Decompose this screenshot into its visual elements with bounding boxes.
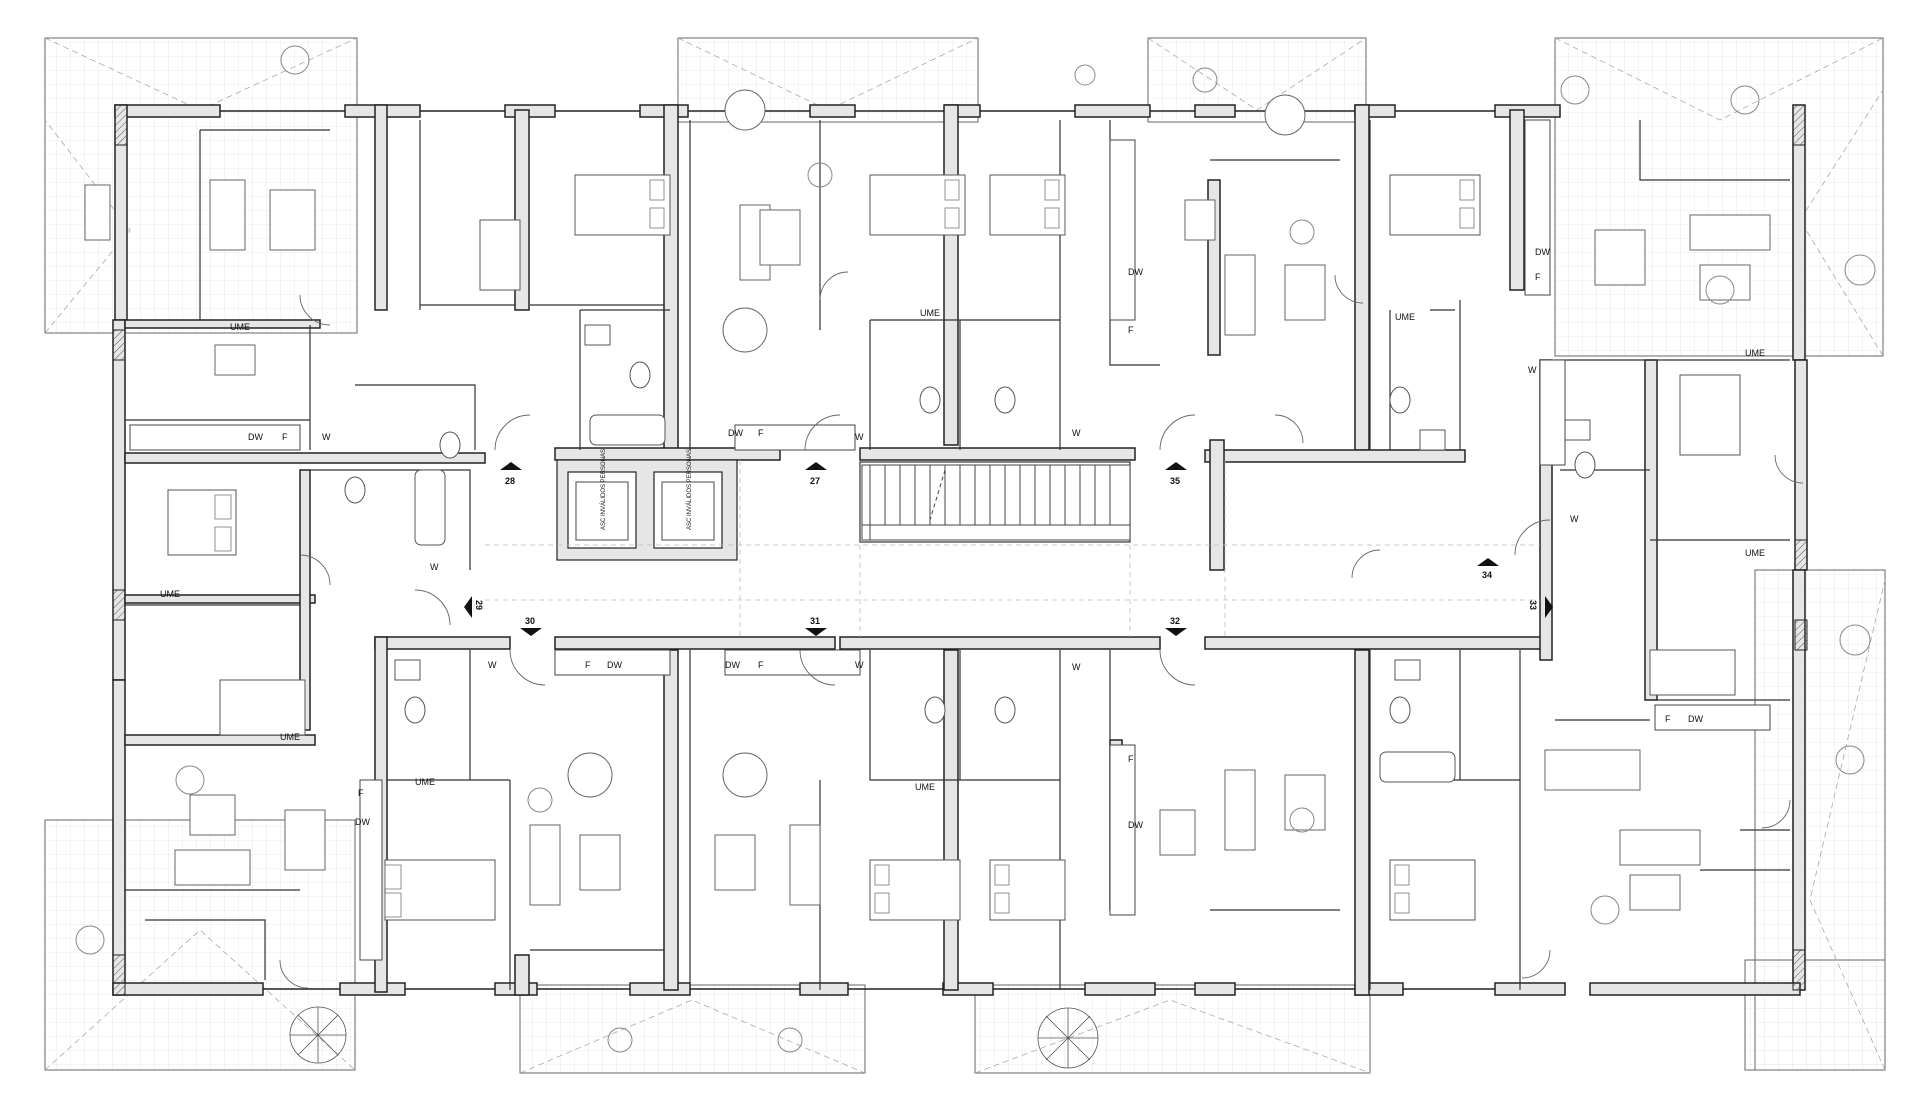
bed-3	[989, 174, 1066, 236]
label-ume-5: UME	[915, 782, 935, 792]
label-dw-4: DW	[1128, 267, 1143, 277]
door-number-30: 30	[525, 616, 535, 626]
label-dw-7: DW	[1128, 820, 1143, 830]
bathroom-fixtures	[344, 324, 1596, 783]
bed-7	[384, 859, 496, 921]
lift-label-2: ASC INVÁLIDOS PERSONAS	[686, 449, 693, 530]
label-ume-9: UME	[1745, 348, 1765, 358]
door-number-35: 35	[1170, 476, 1180, 486]
bathtub-1	[589, 414, 666, 446]
entrance-markers: 28 27 35 34 30 31 32 29 33	[464, 462, 1553, 636]
label-ume-6: UME	[920, 308, 940, 318]
bed-8	[869, 859, 961, 921]
bed-11	[1649, 649, 1736, 696]
label-f-9: F	[1665, 714, 1671, 724]
label-ume-1: UME	[230, 322, 250, 332]
door-number-31: 31	[810, 616, 820, 626]
label-dw-5: DW	[607, 660, 622, 670]
label-w-6: W	[1570, 514, 1579, 524]
label-w-9: W	[1072, 662, 1081, 672]
bed-13	[479, 219, 521, 291]
label-w-2: W	[855, 432, 864, 442]
door-number-33: 33	[1528, 600, 1538, 610]
label-w-8: W	[855, 660, 864, 670]
bed-4	[1389, 174, 1481, 236]
lift-block	[556, 459, 738, 561]
label-ume-7: UME	[1395, 312, 1415, 322]
label-ume-2: UME	[160, 589, 180, 599]
label-f-3: F	[1535, 272, 1541, 282]
bed-2	[869, 174, 966, 236]
bed-6	[219, 679, 306, 736]
label-ume-8: UME	[1745, 548, 1765, 558]
lift-car-2	[653, 471, 723, 549]
label-w-7: W	[488, 660, 497, 670]
terrace-bottom-center-right	[974, 984, 1371, 1074]
bed-pillows	[214, 179, 1475, 918]
label-w-1: W	[322, 432, 331, 442]
staircase	[861, 464, 1131, 541]
label-w-4: W	[430, 562, 439, 572]
terrace-bottom-right-lower	[1744, 959, 1886, 1071]
round-items	[75, 45, 1876, 1053]
door-number-28: 28	[505, 476, 515, 486]
bed-12	[1679, 374, 1741, 456]
door-number-27: 27	[810, 476, 820, 486]
lift-car-1	[567, 471, 637, 549]
label-dw-6: DW	[725, 660, 740, 670]
beds	[167, 174, 1741, 921]
bed-5	[167, 489, 237, 556]
door-number-29: 29	[474, 600, 484, 610]
door-swings	[279, 271, 1804, 989]
structural-columns	[112, 104, 1808, 996]
label-dw-1: DW	[248, 432, 263, 442]
bed-1	[574, 174, 671, 236]
terrace-bottom-center-left	[519, 984, 866, 1074]
label-w-5: W	[1528, 365, 1537, 375]
label-ume-4: UME	[415, 777, 435, 787]
bathtub-2	[414, 469, 446, 546]
terrace-top-center-right	[1147, 37, 1367, 123]
appliance-labels: DW F W DW F W W W W W DW F DW F W F DW D…	[160, 247, 1765, 830]
label-f-2: F	[758, 428, 764, 438]
living-furniture	[174, 179, 1771, 911]
label-w-3: W	[1072, 428, 1081, 438]
label-dw-8: DW	[355, 817, 370, 827]
label-ume-3: UME	[280, 732, 300, 742]
terrace-top-right	[1554, 37, 1884, 357]
lift-label-1: ASC INVÁLIDOS PERSONAS	[600, 449, 607, 530]
bathtub-3	[1379, 751, 1456, 783]
label-f-6: F	[758, 660, 764, 670]
label-f-5: F	[585, 660, 591, 670]
bed-10	[1389, 859, 1476, 921]
label-f-1: F	[282, 432, 288, 442]
label-f-4: F	[1128, 325, 1134, 335]
label-dw-9: DW	[1688, 714, 1703, 724]
door-number-32: 32	[1170, 616, 1180, 626]
door-number-34: 34	[1482, 570, 1492, 580]
plants	[289, 1006, 1099, 1069]
label-dw-2: DW	[728, 428, 743, 438]
label-f-8: F	[358, 788, 364, 798]
label-dw-3: DW	[1535, 247, 1550, 257]
corridor-guides	[485, 460, 1540, 637]
label-f-7: F	[1128, 754, 1134, 764]
kitchen-counters	[129, 119, 1771, 961]
dining-tables	[84, 89, 1646, 871]
bed-9	[989, 859, 1066, 921]
